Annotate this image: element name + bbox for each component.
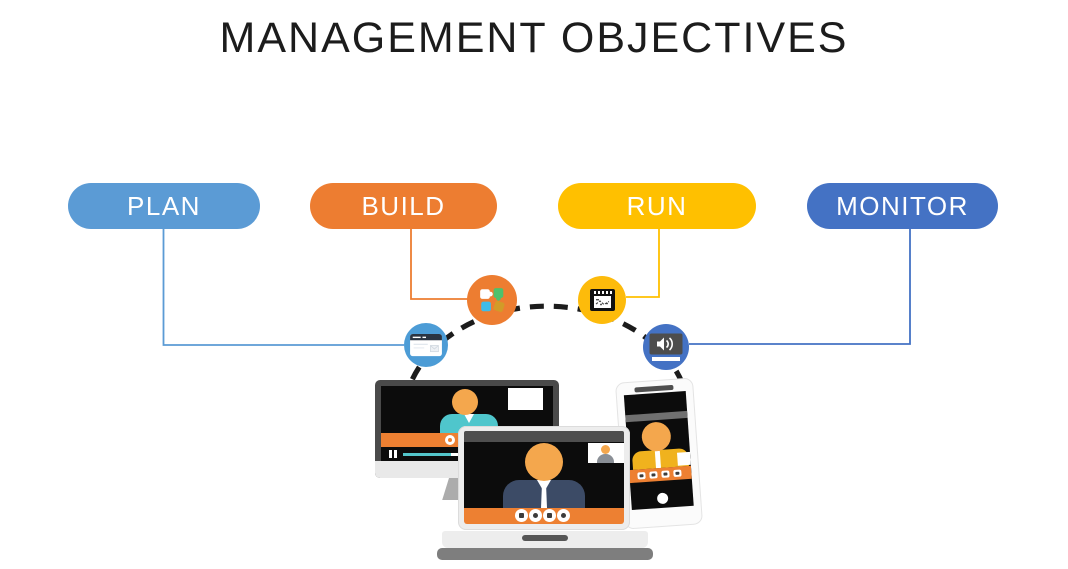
planner-node-circle bbox=[578, 276, 626, 324]
browser-window-icon bbox=[410, 333, 442, 356]
run-connector-line bbox=[626, 229, 660, 298]
progress-bar-remainder bbox=[451, 453, 458, 456]
browser-node-circle bbox=[404, 323, 448, 367]
pip-person-head bbox=[601, 445, 610, 454]
laptop-hinge-notch bbox=[522, 535, 568, 541]
stage-pill-monitor-label: MONITOR bbox=[836, 190, 969, 221]
end-call-button-icon bbox=[557, 509, 570, 522]
mic-button-icon bbox=[529, 509, 542, 522]
monitor-share-window bbox=[508, 388, 543, 410]
laptop-base bbox=[442, 531, 648, 548]
phone-pip-window bbox=[676, 451, 691, 466]
stage-pill-plan-label: PLAN bbox=[127, 190, 201, 221]
end-call-button-icon bbox=[673, 469, 682, 478]
mic-button-icon bbox=[649, 471, 658, 479]
video-button-icon bbox=[543, 509, 556, 522]
monitor-connector-line bbox=[689, 229, 911, 345]
laptop-screen bbox=[464, 442, 624, 508]
stage-pill-build: BUILD bbox=[310, 183, 497, 229]
monitor-person-head bbox=[452, 389, 478, 415]
stage-pill-monitor: MONITOR bbox=[807, 183, 998, 229]
puzzle-node-circle bbox=[467, 275, 517, 325]
pause-icon bbox=[394, 450, 397, 458]
phone-screen bbox=[623, 390, 694, 511]
laptop-pip-window bbox=[588, 443, 624, 463]
speaker-volume-icon bbox=[649, 333, 683, 361]
laptop-person-tie bbox=[541, 486, 547, 508]
camera-button-icon bbox=[637, 472, 646, 480]
stage-pill-plan: PLAN bbox=[68, 183, 260, 229]
plan-connector-line bbox=[162, 229, 404, 346]
record-button-icon bbox=[445, 435, 455, 445]
planner-chart-icon bbox=[589, 289, 615, 311]
stage-pill-run: RUN bbox=[558, 183, 756, 229]
laptop-person-head bbox=[525, 443, 563, 481]
build-connector-line bbox=[410, 229, 468, 300]
stage-pill-run-label: RUN bbox=[626, 190, 688, 221]
pip-person-body bbox=[597, 454, 614, 463]
progress-bar bbox=[403, 453, 451, 456]
puzzle-pieces-icon bbox=[480, 288, 505, 313]
laptop-base-edge bbox=[437, 548, 653, 560]
phone-status-bar bbox=[625, 410, 688, 423]
speaker-node-circle bbox=[643, 324, 689, 370]
pause-icon bbox=[389, 450, 392, 458]
page-title: MANAGEMENT OBJECTIVES bbox=[219, 14, 849, 62]
laptop-title-bar bbox=[464, 431, 624, 442]
video-button-icon bbox=[661, 470, 670, 478]
camera-button-icon bbox=[515, 509, 528, 522]
laptop bbox=[458, 426, 630, 530]
laptop-call-toolbar bbox=[464, 508, 624, 524]
monitor-person-collar bbox=[464, 414, 474, 423]
phone-person-head bbox=[640, 421, 672, 453]
stage-pill-build-label: BUILD bbox=[361, 190, 446, 221]
phone-home-button bbox=[656, 492, 669, 505]
